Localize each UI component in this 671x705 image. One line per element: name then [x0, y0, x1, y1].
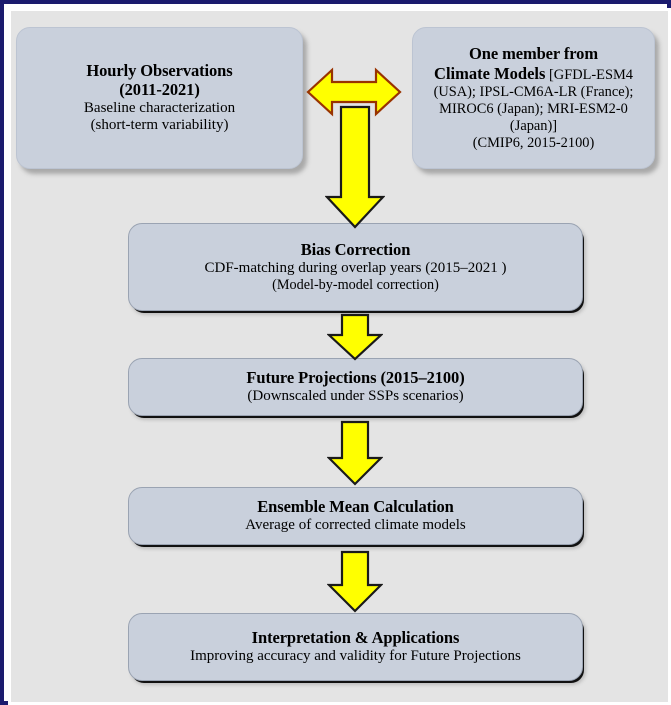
down-arrow-icon-to-future-projections	[327, 313, 383, 361]
node-line-1: CDF-matching during overlap years (2015–…	[204, 259, 507, 276]
node-ensemble-mean-calculation: Ensemble Mean Calculation Average of cor…	[128, 487, 583, 545]
node-line-1: Baseline characterization	[83, 99, 236, 116]
node-title: Bias Correction	[300, 240, 411, 260]
node-title-line-1: One member from	[469, 44, 598, 64]
down-arrow-icon-to-bias-correction	[325, 105, 385, 229]
double-headed-arrow-icon	[306, 66, 402, 118]
node-model-list: [GFDL-ESM4 (USA); IPSL-CM6A-LR (France);…	[433, 66, 634, 134]
node-title: Interpretation & Applications	[251, 628, 460, 648]
node-interpretation-applications: Interpretation & Applications Improving …	[128, 613, 583, 681]
node-title-line-2: Climate Models	[434, 63, 546, 83]
node-title: Hourly Observations	[86, 60, 233, 80]
node-line-1: Improving accuracy and validity for Futu…	[190, 647, 521, 664]
node-line-2: (short-term variability)	[90, 117, 229, 134]
node-line-1: (Downscaled under SSPs scenarios)	[247, 387, 464, 404]
down-arrow-icon-to-ensemble-mean	[327, 420, 383, 486]
node-title: Ensemble Mean Calculation	[257, 497, 454, 517]
down-arrow-icon-to-interpretation	[327, 550, 383, 613]
node-line-2: (Model-by-model correction)	[272, 277, 439, 294]
node-period: (2011-2021)	[119, 80, 200, 100]
node-hourly-observations: Hourly Observations (2011-2021) Baseline…	[16, 27, 303, 169]
node-line-1: Average of corrected climate models	[245, 516, 466, 533]
node-title-and-detail: Climate Models [GFDL-ESM4 (USA); IPSL-CM…	[423, 64, 644, 135]
node-title: Future Projections (2015–2100)	[246, 368, 465, 388]
node-climate-models: One member from Climate Models [GFDL-ESM…	[412, 27, 655, 169]
node-footer: (CMIP6, 2015-2100)	[472, 134, 595, 151]
node-bias-correction: Bias Correction CDF-matching during over…	[128, 223, 583, 311]
node-future-projections: Future Projections (2015–2100) (Downscal…	[128, 358, 583, 416]
